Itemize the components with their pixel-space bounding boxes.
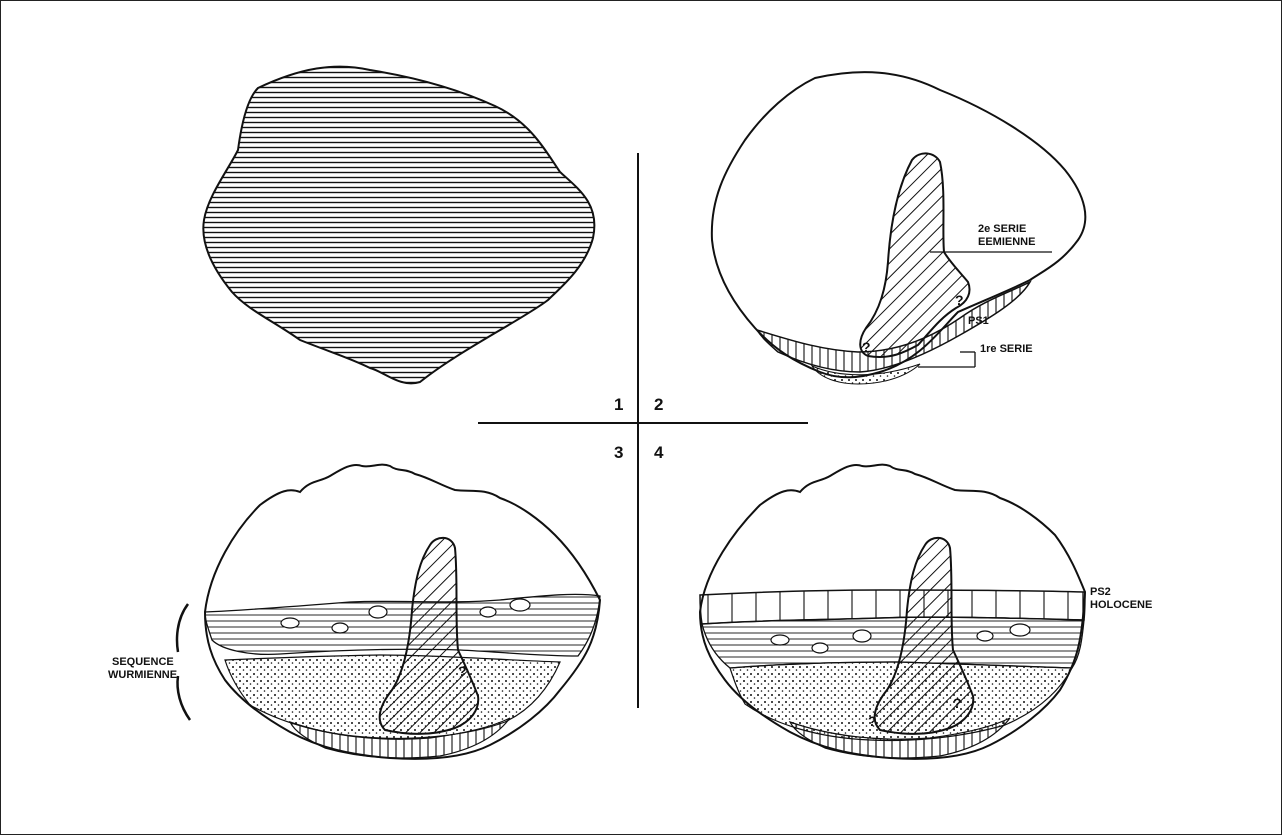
panel-1-deposit-body — [203, 67, 594, 384]
pebble — [812, 643, 828, 653]
quadrant-3-label: 3 — [614, 443, 623, 462]
question-mark: ? — [868, 713, 877, 729]
label-holocene: HOLOCENE — [1090, 599, 1152, 611]
question-mark: ? — [862, 339, 871, 355]
question-mark: ? — [955, 292, 964, 308]
quadrant-4-label: 4 — [654, 443, 664, 462]
pebble — [369, 606, 387, 618]
panel-3: ? SEQUENCE WURMIENNE — [108, 465, 600, 759]
panel-1 — [203, 67, 594, 384]
label-sequence: SEQUENCE — [112, 656, 174, 668]
label-1re-serie: 1re SERIE — [980, 343, 1033, 355]
pebble — [281, 618, 299, 628]
panel-4-upper-strata — [702, 617, 1084, 668]
quadrant-2-label: 2 — [654, 395, 663, 414]
pebble — [1010, 624, 1030, 636]
quadrant-1-label: 1 — [614, 395, 623, 414]
pebble — [977, 631, 993, 641]
panel-4: ? ? PS2 HOLOCENE — [700, 465, 1152, 759]
panel-2: ? ? 2e SERIE EEMIENNE PS1 1re SERIE — [712, 72, 1086, 384]
pebble — [332, 623, 348, 633]
question-mark: ? — [953, 695, 962, 711]
label-ps1: PS1 — [968, 315, 989, 327]
sequence-bracket-lower — [178, 676, 191, 720]
pebble — [480, 607, 496, 617]
question-mark: ? — [458, 663, 467, 679]
label-2e-serie: 2e SERIE — [978, 223, 1026, 235]
pebble — [853, 630, 871, 642]
label-eemienne: EEMIENNE — [978, 236, 1035, 248]
pebble — [510, 599, 530, 611]
sequence-bracket — [177, 604, 188, 652]
label-ps2: PS2 — [1090, 586, 1111, 598]
pebble — [771, 635, 789, 645]
label-wurmienne: WURMIENNE — [108, 669, 177, 681]
